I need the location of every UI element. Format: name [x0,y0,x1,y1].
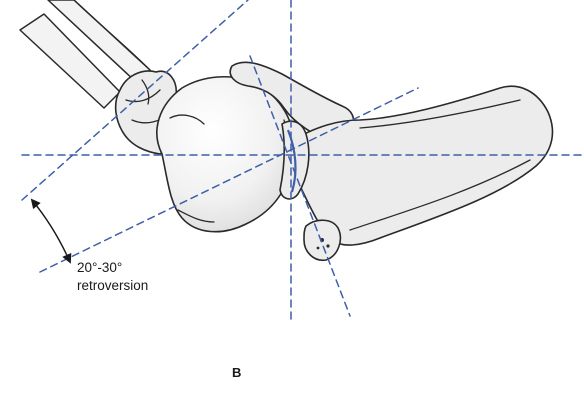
angle-label-degrees: 20°-30° [77,260,122,275]
panel-letter: B [232,365,241,380]
humeral-head-sphere [157,77,294,232]
retroversion-angle-arrow [32,200,70,262]
angle-label-text: retroversion [77,278,148,293]
humeral-head [157,77,294,232]
